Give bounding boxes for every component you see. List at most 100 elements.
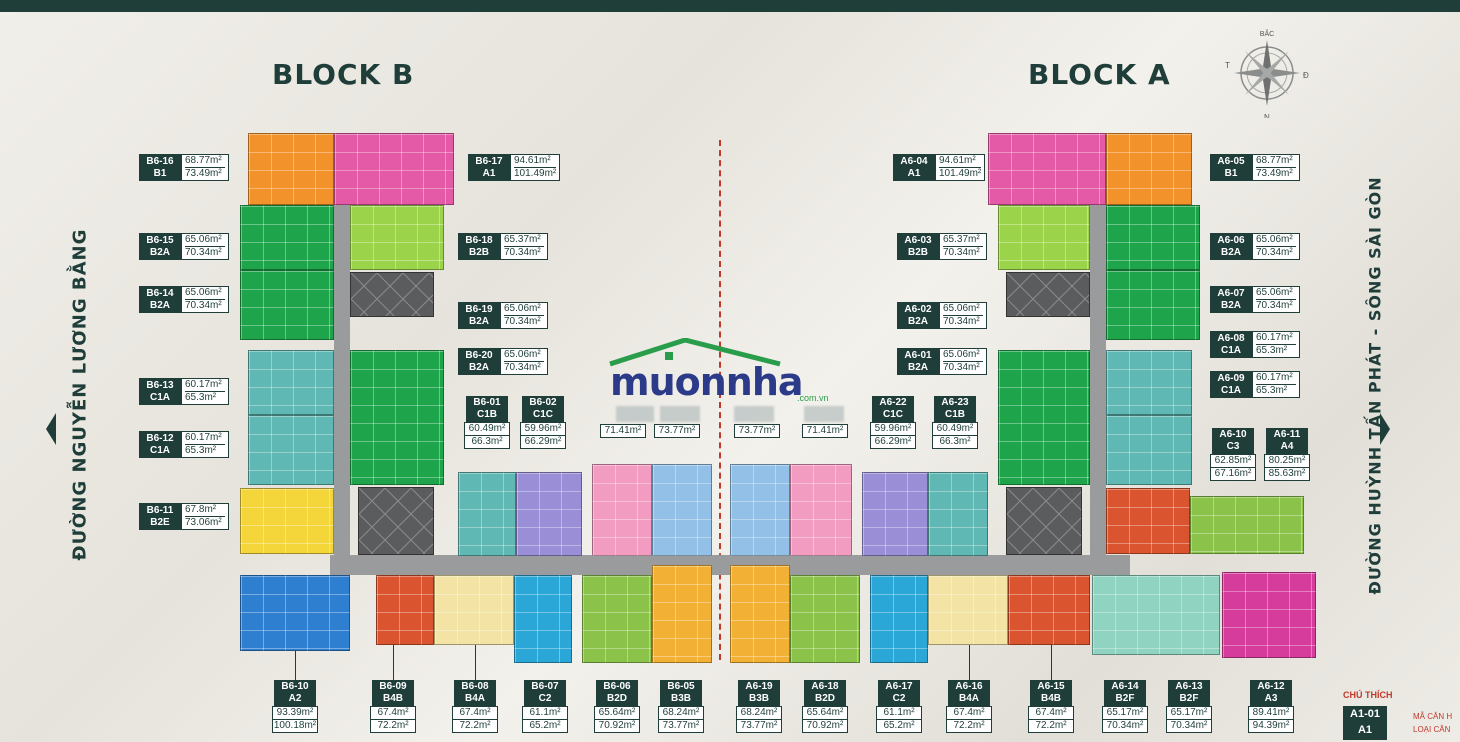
leader-line xyxy=(969,645,970,680)
unit-b6-10[interactable] xyxy=(240,575,350,651)
compass-east: Đ xyxy=(1303,71,1309,80)
unit-b6-18[interactable] xyxy=(350,205,444,270)
unit-a6-08[interactable] xyxy=(1106,350,1192,415)
unit-a6-13-14[interactable] xyxy=(1092,575,1220,655)
leader-line xyxy=(295,651,296,680)
unit-a6-01-02[interactable] xyxy=(998,350,1090,485)
unit-b6-14[interactable] xyxy=(240,270,334,340)
unit-a6-09[interactable] xyxy=(1106,415,1192,485)
label-b6-04: 73.77m² xyxy=(652,424,702,438)
blurred-label xyxy=(734,406,774,422)
unit-a6-17[interactable] xyxy=(870,575,928,663)
corridor-b-vertical xyxy=(334,175,350,570)
unit-a6-19[interactable] xyxy=(730,565,790,663)
street-left-label: ĐƯỜNG NGUYỄN LƯƠNG BẰNG xyxy=(69,228,91,561)
legend-title: CHÚ THÍCH xyxy=(1343,690,1393,700)
blurred-label xyxy=(660,406,700,422)
legend-line2: LOẠI CĂN xyxy=(1413,725,1451,734)
unit-b6-13[interactable] xyxy=(248,350,334,415)
muonnha-logo xyxy=(609,338,781,367)
unit-b6-03[interactable] xyxy=(592,464,652,556)
center-divider xyxy=(719,140,721,660)
unit-b6-11[interactable] xyxy=(240,488,334,554)
unit-b6-16[interactable] xyxy=(248,133,334,205)
label-b6-03: 71.41m² xyxy=(598,424,648,438)
unit-a6-16[interactable] xyxy=(928,575,1008,645)
core-b-lower xyxy=(358,487,434,555)
unit-a6-04[interactable] xyxy=(988,133,1106,205)
unit-b6-15[interactable] xyxy=(240,205,334,270)
unit-b6-09[interactable] xyxy=(376,575,434,645)
unit-a6-12[interactable] xyxy=(1222,572,1316,658)
unit-b6-12[interactable] xyxy=(248,415,334,485)
corridor-a-vertical xyxy=(1090,175,1106,570)
unit-a6-20[interactable] xyxy=(730,464,790,556)
unit-a6-22[interactable] xyxy=(862,472,928,556)
unit-b6-05[interactable] xyxy=(652,565,712,663)
unit-b6-08[interactable] xyxy=(434,575,514,645)
unit-a6-15[interactable] xyxy=(1008,575,1090,645)
unit-a6-11[interactable] xyxy=(1190,496,1304,554)
unit-b6-01[interactable] xyxy=(458,472,516,556)
unit-b6-06[interactable] xyxy=(582,575,652,663)
compass-north: BẮC xyxy=(1260,29,1274,38)
blurred-label xyxy=(804,406,844,422)
unit-a6-21[interactable] xyxy=(790,464,852,556)
unit-a6-06[interactable] xyxy=(1106,205,1200,270)
unit-a6-10[interactable] xyxy=(1106,488,1190,554)
unit-a6-23[interactable] xyxy=(928,472,988,556)
unit-b6-19-20[interactable] xyxy=(350,350,444,485)
right-arrow-icon xyxy=(1380,413,1390,445)
unit-b6-02[interactable] xyxy=(516,472,582,556)
unit-b6-07[interactable] xyxy=(514,575,572,663)
unit-a6-03[interactable] xyxy=(998,205,1090,270)
blurred-label xyxy=(616,406,654,422)
leader-line xyxy=(475,645,476,680)
core-a-lower xyxy=(1006,487,1082,555)
label-a6-20: 73.77m² xyxy=(732,424,782,438)
unit-b6-04[interactable] xyxy=(652,464,712,556)
legend-line1: MÃ CĂN H xyxy=(1413,712,1453,721)
left-arrow-icon xyxy=(46,413,56,445)
block-b-title: BLOCK B xyxy=(272,58,415,91)
compass-west: T xyxy=(1225,61,1230,70)
unit-a6-18[interactable] xyxy=(790,575,860,663)
core-a-upper xyxy=(1006,272,1090,317)
unit-a6-07[interactable] xyxy=(1106,270,1200,340)
label-a6-21: 71.41m² xyxy=(800,424,850,438)
unit-b6-17[interactable] xyxy=(334,133,454,205)
unit-a6-05[interactable] xyxy=(1106,133,1192,205)
leader-line xyxy=(1051,645,1052,680)
